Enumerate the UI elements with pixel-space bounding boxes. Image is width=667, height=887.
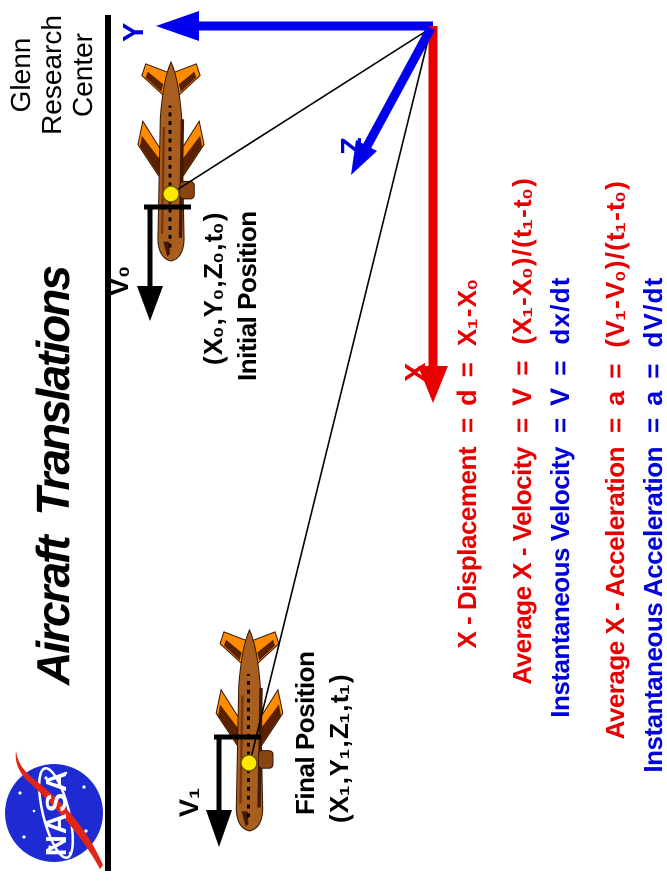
equation-label: Instantaneous Acceleration xyxy=(638,447,667,773)
page-title: Aircraft Translations xyxy=(27,267,79,685)
final-position-label: Final Position ( X₁ , Y₁ , Z₁ , t₁ ) xyxy=(288,652,356,823)
equation-label: Average X - Acceleration xyxy=(600,447,630,740)
nasa-logo-text: NASA xyxy=(41,770,73,856)
x-axis-arrow xyxy=(418,26,448,403)
final-coords: ( X₁ , Y₁ , Z₁ , t₁ ) xyxy=(324,674,354,823)
v1-label: V₁ xyxy=(174,787,204,817)
equals-sign: = xyxy=(638,417,667,433)
center-name-line: Research xyxy=(36,15,67,135)
sightline-initial xyxy=(171,27,432,194)
x-axis-label: X xyxy=(400,362,432,382)
equation-formula: d x / d t xyxy=(545,278,575,345)
equation-displacement: X - Displacement = d = X₁ - X₀ xyxy=(452,279,483,817)
equation-variable: a xyxy=(600,390,630,406)
equals-sign: = xyxy=(507,417,537,433)
equals-sign: = xyxy=(545,360,575,376)
equals-sign: = xyxy=(638,363,667,379)
nasa-logo-disc xyxy=(5,764,103,862)
equation-label: Average X - Velocity xyxy=(507,447,537,685)
equation-variable: d xyxy=(452,389,482,406)
v0-label: V₀ xyxy=(104,265,134,296)
equation-average-velocity: Average X - Velocity = V = ( X₁ - X₀ ) / ( t… xyxy=(507,179,538,817)
final-aircraft-illustration xyxy=(215,628,284,832)
initial-caption: Initial Position xyxy=(232,211,262,381)
initial-coords: ( X₀ , Y₀ , Z₀ , t₀ ) xyxy=(198,213,228,365)
header-rule xyxy=(105,15,111,871)
nasa-logo: NASA xyxy=(5,751,103,869)
y-axis-arrow xyxy=(156,11,433,41)
y-axis-label: Y xyxy=(118,22,150,42)
nasa-logo-swoosh xyxy=(15,751,103,869)
nasa-logo-orbit xyxy=(37,767,75,859)
final-caption: Final Position xyxy=(290,651,320,815)
equals-sign: = xyxy=(452,417,482,433)
equation-formula: ( V₁ - V₀ ) / ( t₁ - t₀ ) xyxy=(600,181,630,348)
equation-instantaneous-velocity: Instantaneous Velocity = V = d x / d t xyxy=(545,278,576,817)
center-name: Glenn Research Center xyxy=(5,5,98,145)
equation-variable: V xyxy=(545,387,575,406)
z-axis-label: Z xyxy=(336,137,368,155)
equation-label: Instantaneous Velocity xyxy=(545,447,575,718)
equals-sign: = xyxy=(507,360,537,376)
equation-variable: a xyxy=(638,390,667,406)
center-name-line: Glenn xyxy=(5,37,36,113)
equation-formula: d V / d t xyxy=(638,278,667,348)
equals-sign: = xyxy=(600,363,630,379)
equation-formula: ( X₁ - X₀ ) / ( t₁ - t₀ ) xyxy=(507,178,537,345)
equals-sign: = xyxy=(545,417,575,433)
equation-formula: X₁ - X₀ xyxy=(452,279,482,347)
equation-instantaneous-acceleration: Instantaneous Acceleration = a = d V / d t xyxy=(638,278,667,817)
initial-position-label: ( X₀ , Y₀ , Z₀ , t₀ ) Initial Position xyxy=(196,211,264,381)
center-name-line: Center xyxy=(67,32,98,118)
equation-average-acceleration: Average X - Acceleration = a = ( V₁ - V₀ ) /… xyxy=(600,182,631,817)
equation-label: X - Displacement xyxy=(452,447,482,649)
equation-variable: V xyxy=(507,387,537,406)
equals-sign: = xyxy=(600,417,630,433)
equals-sign: = xyxy=(452,362,482,378)
